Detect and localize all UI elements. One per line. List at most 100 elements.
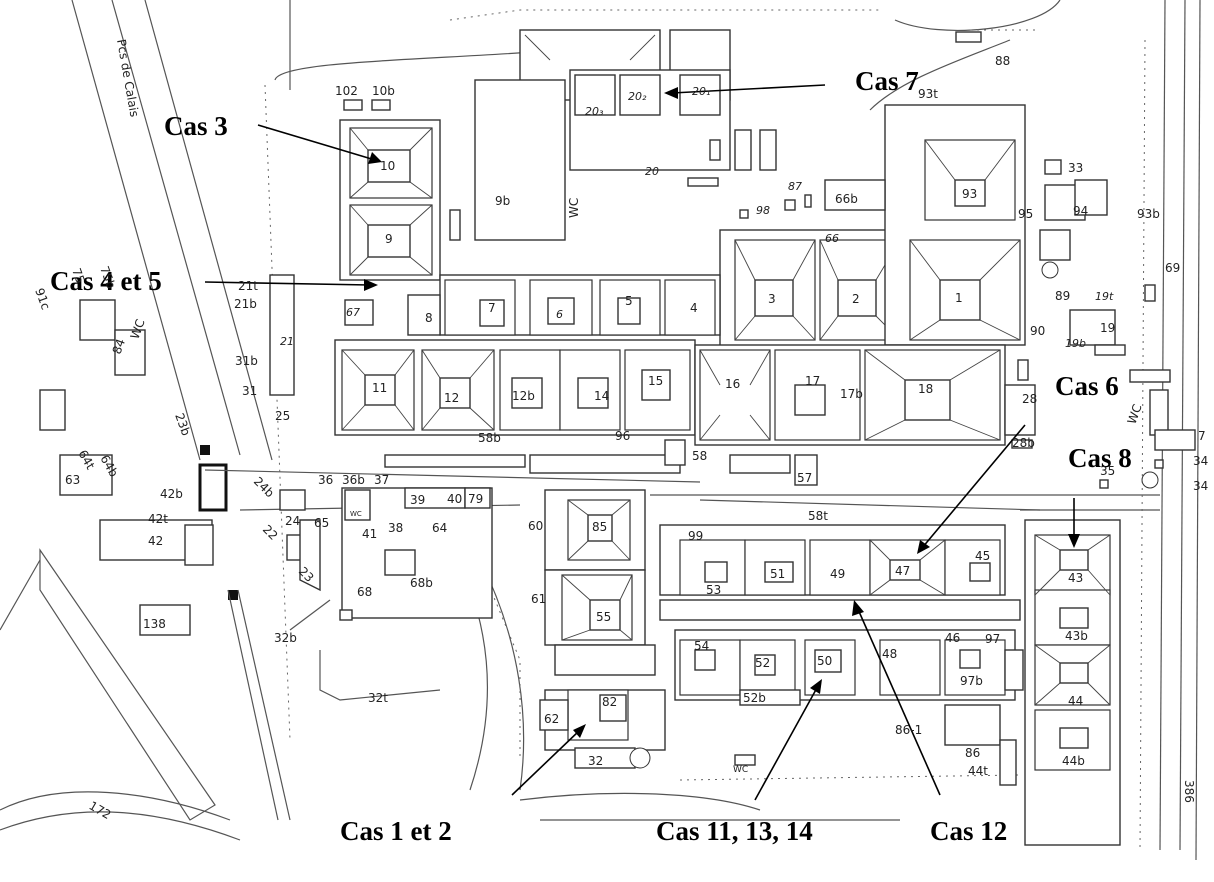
callout-cas-8: Cas 8 <box>1068 443 1132 473</box>
label-79: 79 <box>468 492 483 506</box>
label-7-right: 7 <box>1198 429 1206 443</box>
label-11: 11 <box>372 381 387 395</box>
callout-cas-12: Cas 12 <box>930 816 1007 846</box>
label-7: 7 <box>488 301 496 315</box>
label-45: 45 <box>975 549 990 563</box>
label-2: 2 <box>852 292 860 306</box>
label-60: 60 <box>528 519 543 533</box>
label-31b: 31b <box>235 354 258 368</box>
label-53: 53 <box>706 583 721 597</box>
label-19: 19 <box>1100 321 1115 335</box>
label-34: 34 <box>1193 454 1208 468</box>
label-wc-5: WC <box>733 765 748 775</box>
label-21b: 21b <box>234 297 257 311</box>
label-68: 68 <box>357 585 372 599</box>
label-94: 94 <box>1073 204 1088 218</box>
label-39: 39 <box>410 493 425 507</box>
label-23b: 23b <box>172 411 193 437</box>
callout-cas-7: Cas 7 <box>855 66 919 96</box>
label-32b: 32b <box>274 631 297 645</box>
label-37: 37 <box>374 473 389 487</box>
label-90: 90 <box>1030 324 1045 338</box>
label-93t: 93t <box>918 87 938 101</box>
label-36: 36 <box>318 473 333 487</box>
label-54: 54 <box>694 639 709 653</box>
label-86-1: 86-1 <box>895 723 922 737</box>
label-9: 9 <box>385 232 393 246</box>
callout-cas-4-et-5: Cas 4 et 5 <box>50 266 162 296</box>
label-47: 47 <box>895 564 910 578</box>
label-25: 25 <box>275 409 290 423</box>
label-20: 20 <box>645 165 659 178</box>
label-97: 97 <box>985 632 1000 646</box>
label-52b: 52b <box>743 691 766 705</box>
label-wc-1: WC <box>567 198 581 218</box>
callout-cas-6: Cas 6 <box>1055 371 1119 401</box>
label-18: 18 <box>918 382 933 396</box>
label-1: 1 <box>955 291 963 305</box>
callouts: Cas 7 Cas 3 Cas 4 et 5 Cas 6 Cas 8 Cas 1… <box>50 66 1132 846</box>
label-57: 57 <box>797 471 812 485</box>
label-4: 4 <box>690 301 698 315</box>
label-16: 16 <box>725 377 740 391</box>
label-87: 87 <box>788 180 802 193</box>
label-386: 386 <box>1182 780 1196 803</box>
label-wc-4: WC <box>350 510 362 518</box>
label-51: 51 <box>770 567 785 581</box>
label-10b: 10b <box>372 84 395 98</box>
label-wc-2: WC <box>128 317 148 341</box>
label-172: 172 <box>87 798 114 822</box>
label-12: 12 <box>444 391 459 405</box>
label-44b: 44b <box>1062 754 1085 768</box>
callout-cas-1-et-2: Cas 1 et 2 <box>340 816 452 846</box>
label-69: 69 <box>1165 261 1180 275</box>
label-66b: 66b <box>835 192 858 206</box>
label-19b: 19b <box>1065 337 1086 350</box>
label-99: 99 <box>688 529 703 543</box>
label-58t: 58t <box>808 509 828 523</box>
label-48: 48 <box>882 647 897 661</box>
label-31: 31 <box>242 384 257 398</box>
label-138: 138 <box>143 617 166 631</box>
label-33: 33 <box>1068 161 1083 175</box>
label-58: 58 <box>692 449 707 463</box>
label-93b: 93b <box>1137 207 1160 221</box>
label-66: 66 <box>825 232 839 245</box>
label-65: 65 <box>314 516 329 530</box>
label-64: 64 <box>432 521 447 535</box>
label-32t: 32t <box>368 691 388 705</box>
buildings-layer <box>39 29 1196 846</box>
label-14: 14 <box>594 389 609 403</box>
label-21t: 21t <box>238 279 258 293</box>
label-10: 10 <box>380 159 395 173</box>
label-63: 63 <box>65 473 80 487</box>
label-85: 85 <box>592 520 607 534</box>
label-36b: 36b <box>342 473 365 487</box>
label-55: 55 <box>596 610 611 624</box>
label-43: 43 <box>1068 571 1083 585</box>
label-20-3: 20₃ <box>585 105 604 118</box>
label-58b: 58b <box>478 431 501 445</box>
label-62: 62 <box>544 712 559 726</box>
label-43b: 43b <box>1065 629 1088 643</box>
label-42t: 42t <box>148 512 168 526</box>
label-38: 38 <box>388 521 403 535</box>
label-6: 6 <box>556 308 563 321</box>
label-42b: 42b <box>160 487 183 501</box>
label-15: 15 <box>648 374 663 388</box>
label-50: 50 <box>817 654 832 668</box>
label-12b: 12b <box>512 389 535 403</box>
label-93: 93 <box>962 187 977 201</box>
label-28: 28 <box>1022 392 1037 406</box>
label-41: 41 <box>362 527 377 541</box>
label-95: 95 <box>1018 207 1033 221</box>
label-96: 96 <box>615 429 630 443</box>
label-20-1: 20₁ <box>692 85 710 98</box>
label-28b: 28b <box>1012 436 1035 450</box>
label-52: 52 <box>755 656 770 670</box>
label-5: 5 <box>625 294 633 308</box>
label-61: 61 <box>531 592 546 606</box>
callout-cas-3: Cas 3 <box>164 111 228 141</box>
label-97b: 97b <box>960 674 983 688</box>
